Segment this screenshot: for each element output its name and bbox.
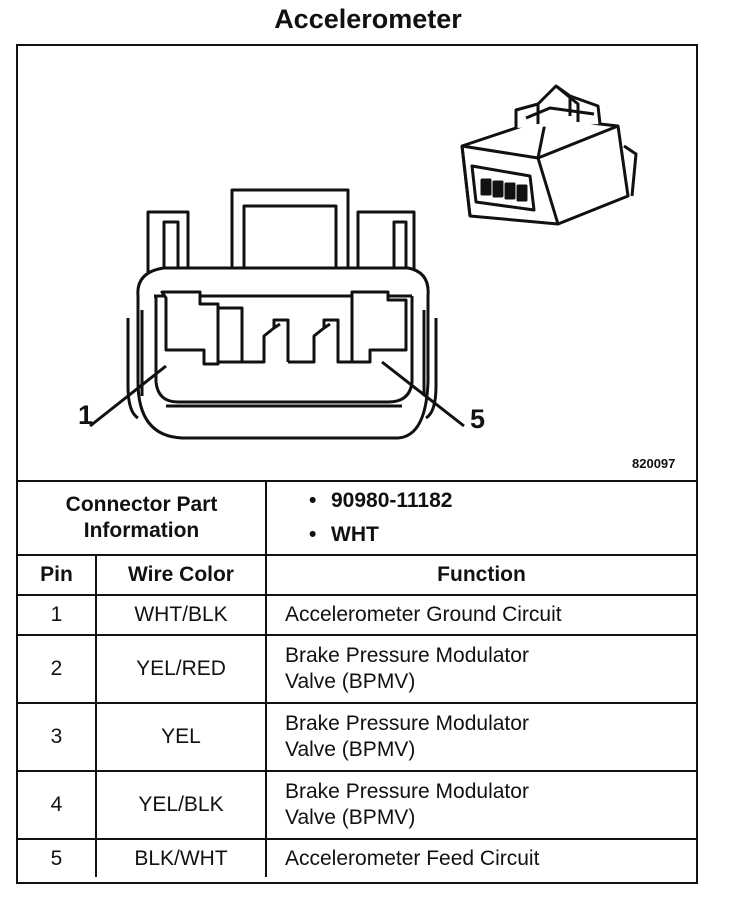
header-function: Function	[265, 554, 696, 596]
pin1-label: 1	[78, 400, 94, 430]
table-header-row: Pin Wire Color Function	[18, 554, 696, 596]
table-row: 1 WHT/BLK Accelerometer Ground Circuit	[18, 594, 696, 636]
table-row: 5 BLK/WHT Accelerometer Feed Circuit	[18, 838, 696, 877]
connector-face-view	[126, 188, 438, 440]
connector-part-label: Connector Part Information	[18, 480, 267, 556]
header-pin: Pin	[18, 554, 97, 596]
connector-color: •WHT	[309, 523, 379, 546]
connector-part-row: Connector Part Information •90980-11182 …	[18, 480, 696, 556]
pin1-leader	[89, 364, 167, 428]
connector-3d-view	[460, 84, 638, 226]
header-wire-color: Wire Color	[95, 554, 267, 596]
connector-part-values: •90980-11182 •WHT	[265, 480, 696, 556]
part-number: •90980-11182	[309, 489, 453, 512]
connector-drawing	[89, 84, 638, 440]
pin5-leader	[381, 360, 465, 428]
pinout-table: Connector Part Information •90980-11182 …	[18, 480, 696, 877]
page-title: Accelerometer	[274, 4, 462, 34]
connector-figure: 1 5 820097	[18, 46, 696, 480]
pin5-label: 5	[470, 404, 486, 434]
figure-number: 820097	[632, 456, 676, 471]
diagram-frame: 1 5 820097 Connector Part Information •9…	[16, 44, 698, 884]
